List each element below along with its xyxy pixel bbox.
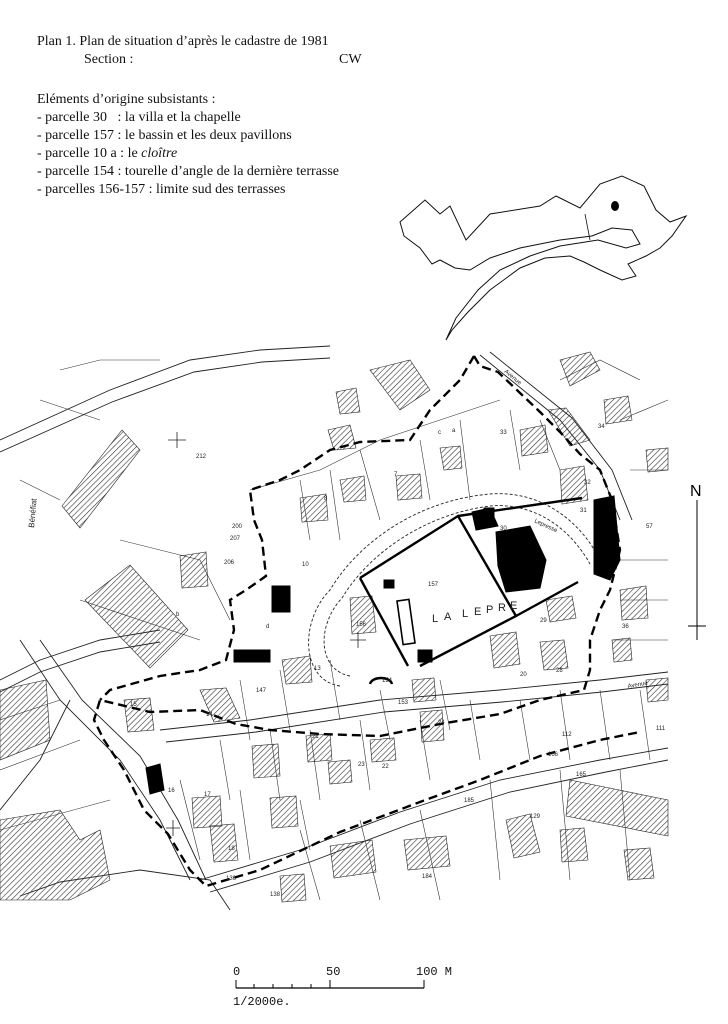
locator-coast	[399, 175, 688, 341]
basin	[396, 598, 416, 646]
parcel-number: 57	[646, 524, 653, 530]
parcel-number: 23	[358, 762, 365, 768]
hatched-buildings	[0, 351, 669, 903]
parcel-number: 153	[398, 700, 409, 706]
cloister-block	[271, 585, 291, 613]
place-name: L A L E P R E	[432, 600, 517, 625]
parcel-number: 112	[562, 732, 572, 738]
terrace-walls	[358, 496, 583, 685]
legend-item: - parcelle 157 : le bassin et les deux p…	[37, 128, 292, 143]
parcel-number: 157	[428, 582, 439, 588]
parcel-number: 17	[204, 792, 211, 798]
parcel-number: 14	[206, 712, 213, 718]
place-letter: P	[486, 604, 493, 616]
parcel-number: 7	[394, 472, 398, 478]
parcel-number: 165	[576, 772, 587, 778]
place-letter: E	[510, 600, 517, 612]
plan-title: Plan 1. Plan de situation d’après le cad…	[37, 34, 329, 49]
parcel-number: 147	[256, 688, 267, 694]
locator-map	[399, 175, 688, 341]
parcel-number: 31	[580, 508, 587, 514]
pavilion-left	[383, 579, 395, 589]
scale-tick-0: 0	[233, 965, 241, 979]
parcel-number: 207	[230, 536, 241, 542]
section-label: Section :	[84, 52, 134, 67]
parcel-number: 111	[656, 726, 666, 732]
north-arrow: N	[688, 483, 706, 640]
parcel-number: 185	[464, 798, 475, 804]
parcel-number: 20	[520, 672, 527, 678]
parcel-number: 16	[168, 788, 175, 794]
parcel-number: 200	[232, 524, 243, 530]
parcel-number: 156	[356, 622, 367, 628]
parcel-number: 129	[530, 814, 541, 820]
place-letter: A	[444, 611, 452, 623]
loop-road-inner	[323, 505, 591, 677]
parcel-number: 30	[500, 526, 507, 532]
scale-tick-100: 100 M	[416, 965, 453, 979]
parcel-number: 184	[422, 874, 433, 880]
parcel-number: 138	[270, 892, 281, 898]
street-label: Avenue	[627, 680, 649, 690]
parcel-number: c	[438, 430, 441, 436]
parcel-number: 29	[540, 618, 547, 624]
legend-item: - parcelle 10 a : le cloître	[37, 146, 178, 161]
parcel-number: 22	[382, 764, 389, 770]
parcel-number: 15	[130, 702, 137, 708]
original-elements	[145, 495, 621, 795]
street-label: Avenue	[503, 369, 523, 387]
locator-border	[584, 213, 591, 241]
villa-building	[495, 525, 547, 593]
place-letter: R	[498, 602, 506, 614]
streets	[0, 345, 669, 911]
parcel-number: 166	[548, 752, 559, 758]
place-letter: L	[432, 613, 439, 625]
parcel-number: 36	[622, 624, 629, 630]
parcel-number: 34	[598, 424, 605, 430]
parcel-number: 206	[224, 560, 235, 566]
parcel-number: d	[266, 624, 269, 630]
parcel-number: 8	[324, 496, 328, 502]
street-label: Bénéfiat	[27, 497, 39, 528]
survey-marks	[166, 432, 366, 836]
parcel-number: 136	[226, 876, 237, 882]
locator-site-dot	[611, 201, 619, 211]
place-letter: E	[474, 606, 481, 618]
scale-tick-50: 50	[326, 965, 341, 979]
place-letter: L	[462, 608, 468, 620]
property-boundary	[92, 355, 641, 888]
legend-item: - parcelle 154 : tourelle d’angle de la …	[37, 164, 340, 179]
parcel-number: 33	[500, 430, 507, 436]
parcel-number: 28	[556, 668, 563, 674]
loop-road-outer	[308, 493, 601, 687]
scale-ratio: 1/2000e.	[233, 995, 291, 1009]
legend-item: - parcelle 30 : la villa et la chapelle	[37, 110, 241, 125]
south-bar	[233, 649, 271, 663]
parcel-number: 212	[196, 454, 207, 460]
parcel-number: 18	[228, 846, 235, 852]
north-label: N	[690, 483, 702, 500]
parcel-number: 21	[312, 734, 319, 740]
parcel-number: b	[176, 612, 180, 618]
parcel-number: 32	[584, 480, 591, 486]
section-value: CW	[339, 52, 362, 67]
legend-heading: Eléments d’origine subsistants :	[37, 92, 216, 107]
pavilion-right	[417, 649, 433, 663]
street-label: Lepresse	[533, 518, 559, 534]
parcel-number: 154	[382, 678, 393, 684]
parcel-numbers: 30 157 156 154 153 10 206 207 200 8 7 33…	[130, 424, 666, 898]
parcel-number: 10	[302, 562, 309, 568]
parcel-number: 24	[438, 720, 445, 726]
corner-turret	[145, 763, 165, 795]
parcel-number: a	[452, 428, 456, 434]
parcel-number: 13	[314, 666, 321, 672]
legend-item: - parcelles 156-157 : limite sud des ter…	[37, 182, 286, 197]
